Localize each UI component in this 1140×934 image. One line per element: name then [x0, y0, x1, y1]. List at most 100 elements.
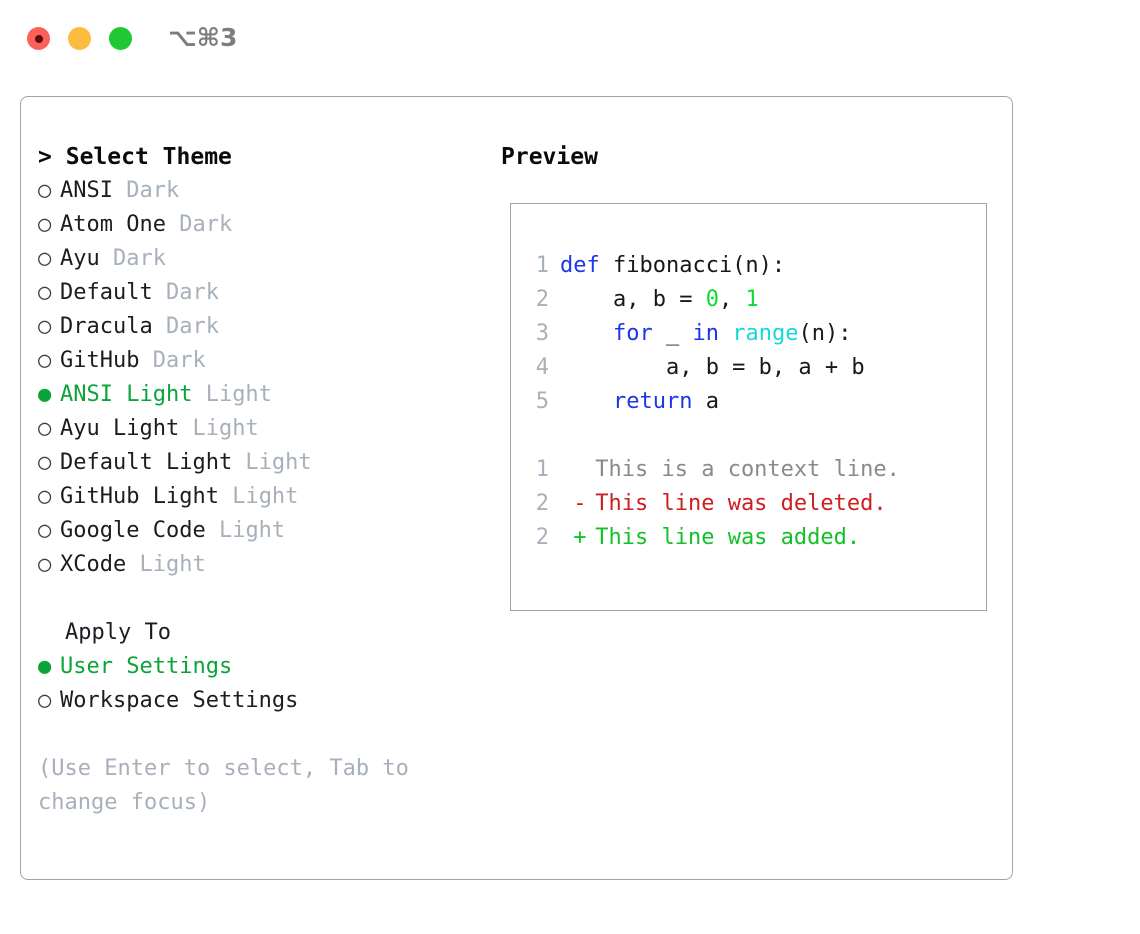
radio-unselected-icon: ○ — [38, 212, 52, 237]
preview-heading: Preview — [501, 144, 598, 170]
code-line: 2 a, b = 0, 1 — [527, 283, 980, 317]
diff-line-context: 1 This is a context line. — [527, 453, 980, 487]
prompt-caret: > — [38, 144, 52, 170]
radio-unselected-icon: ○ — [38, 484, 52, 509]
theme-name-label: Google Code — [60, 518, 206, 543]
code-token-kw: in — [692, 321, 719, 346]
apply-to-option-workspace-settings[interactable]: ○Workspace Settings — [38, 684, 478, 718]
code-line: 3 for _ in range(n): — [527, 317, 980, 351]
tui-panel: > Select Theme ○ANSI Dark○Atom One Dark○… — [20, 96, 1013, 880]
theme-name-label: GitHub Light — [60, 484, 219, 509]
line-number: 1 — [535, 253, 549, 278]
code-line: 5 return a — [527, 385, 980, 419]
code-token-plain: , — [718, 287, 746, 312]
theme-option-xcode[interactable]: ○XCode Light — [38, 548, 478, 582]
code-token-plain: a, b = — [560, 287, 706, 312]
theme-name-label: Ayu — [60, 246, 100, 271]
theme-name-label: XCode — [60, 552, 127, 577]
radio-selected-icon: ● — [38, 654, 52, 679]
radio-unselected-icon: ○ — [38, 450, 52, 475]
apply-to-label: Workspace Settings — [60, 688, 299, 713]
code-token-plain: fibonacci(n): — [612, 253, 786, 278]
code-line: 4 a, b = b, a + b — [527, 351, 980, 385]
theme-name-label: Dracula — [60, 314, 153, 339]
code-token-kw: return — [612, 389, 693, 414]
select-theme-heading: > Select Theme — [38, 140, 478, 174]
theme-option-ansi[interactable]: ○ ANSI Dark — [38, 174, 478, 208]
theme-option-atom-one[interactable]: ○Atom One Dark — [38, 208, 478, 242]
theme-option-default-light[interactable]: ○ Default Light Light — [38, 446, 478, 480]
theme-name-label: GitHub — [60, 348, 140, 373]
theme-kind-label: Light — [232, 450, 312, 475]
radio-unselected-icon: ○ — [38, 246, 52, 271]
theme-option-default[interactable]: ○ Default Dark — [38, 276, 478, 310]
line-number: 2 — [535, 525, 549, 550]
theme-option-dracula[interactable]: ○Dracula Dark — [38, 310, 478, 344]
apply-to-list: ●User Settings○Workspace Settings — [38, 650, 478, 718]
code-token-builtin: range — [732, 321, 799, 346]
diff-line-added: 2 + This line was added. — [527, 521, 980, 555]
theme-option-google-code[interactable]: ○ Google Code Light — [38, 514, 478, 548]
select-theme-label: Select Theme — [65, 144, 232, 170]
theme-name-label: ANSI — [60, 178, 113, 203]
diff-text: This is a context line. — [582, 457, 900, 482]
theme-kind-label: Light — [179, 416, 259, 441]
code-token-plain: _ — [652, 321, 693, 346]
theme-kind-label: Dark — [152, 314, 219, 339]
theme-name-label: ANSI Light — [60, 382, 193, 407]
theme-kind-label: Light — [205, 518, 286, 543]
theme-name-label: Default Light — [60, 450, 233, 475]
line-number: 1 — [535, 457, 549, 482]
code-token-num: 1 — [745, 287, 759, 312]
diff-block: 1 This is a context line. 2 - This line w… — [527, 453, 980, 555]
line-number: 5 — [535, 389, 549, 414]
radio-unselected-icon: ○ — [38, 518, 52, 543]
theme-name-label: Ayu Light — [60, 416, 180, 441]
diff-marker: - — [560, 491, 587, 516]
radio-unselected-icon: ○ — [38, 416, 52, 441]
theme-kind-label: Dark — [112, 178, 180, 203]
spacer — [38, 582, 478, 616]
code-token-plain: (n): — [798, 321, 852, 346]
maximize-button[interactable] — [109, 27, 132, 50]
theme-name-label: Default — [60, 280, 153, 305]
radio-unselected-icon: ○ — [38, 280, 52, 305]
line-number: 2 — [535, 491, 549, 516]
theme-list: ○ANSI Dark○Atom One Dark○Ayu Dark○Defaul… — [38, 174, 478, 582]
theme-option-ayu[interactable]: ○Ayu Dark — [38, 242, 478, 276]
theme-kind-label: Dark — [139, 348, 206, 373]
theme-kind-label: Light — [192, 382, 272, 407]
line-number: 3 — [535, 321, 549, 346]
window-title: ⌥⌘3 — [168, 23, 238, 52]
radio-selected-icon: ● — [38, 382, 52, 407]
theme-selector-column: > Select Theme ○ANSI Dark○Atom One Dark○… — [38, 140, 478, 820]
title-bar: ⌥⌘3 — [0, 0, 1140, 78]
keyboard-hint: (Use Enter to select, Tab to change focu… — [38, 756, 423, 815]
diff-text: This line was added. — [582, 525, 861, 550]
code-spacer — [527, 419, 980, 453]
theme-option-ansi-light[interactable]: ● ANSI Light Light — [38, 378, 478, 412]
code-token-num: 0 — [705, 287, 719, 312]
theme-option-github-light[interactable]: ○GitHub Light Light — [38, 480, 478, 514]
theme-option-ayu-light[interactable]: ○ Ayu Light Light — [38, 412, 478, 446]
code-token-kw: for — [612, 321, 653, 346]
window-controls — [27, 27, 132, 50]
code-token-plain — [560, 321, 613, 346]
apply-to-option-user-settings[interactable]: ●User Settings — [38, 650, 478, 684]
code-token-plain: a, b = b, a + b — [560, 355, 865, 380]
close-button[interactable] — [27, 27, 50, 50]
theme-option-github[interactable]: ○ GitHub Dark — [38, 344, 478, 378]
radio-unselected-icon: ○ — [38, 348, 52, 373]
diff-text: This line was deleted. — [582, 491, 887, 516]
minimize-button[interactable] — [68, 27, 91, 50]
theme-kind-label: Dark — [152, 280, 219, 305]
preview-column: Preview — [501, 140, 991, 174]
theme-kind-label: Light — [126, 552, 206, 577]
radio-unselected-icon: ○ — [38, 178, 52, 203]
diff-marker: + — [560, 525, 587, 550]
code-token-plain — [560, 389, 613, 414]
